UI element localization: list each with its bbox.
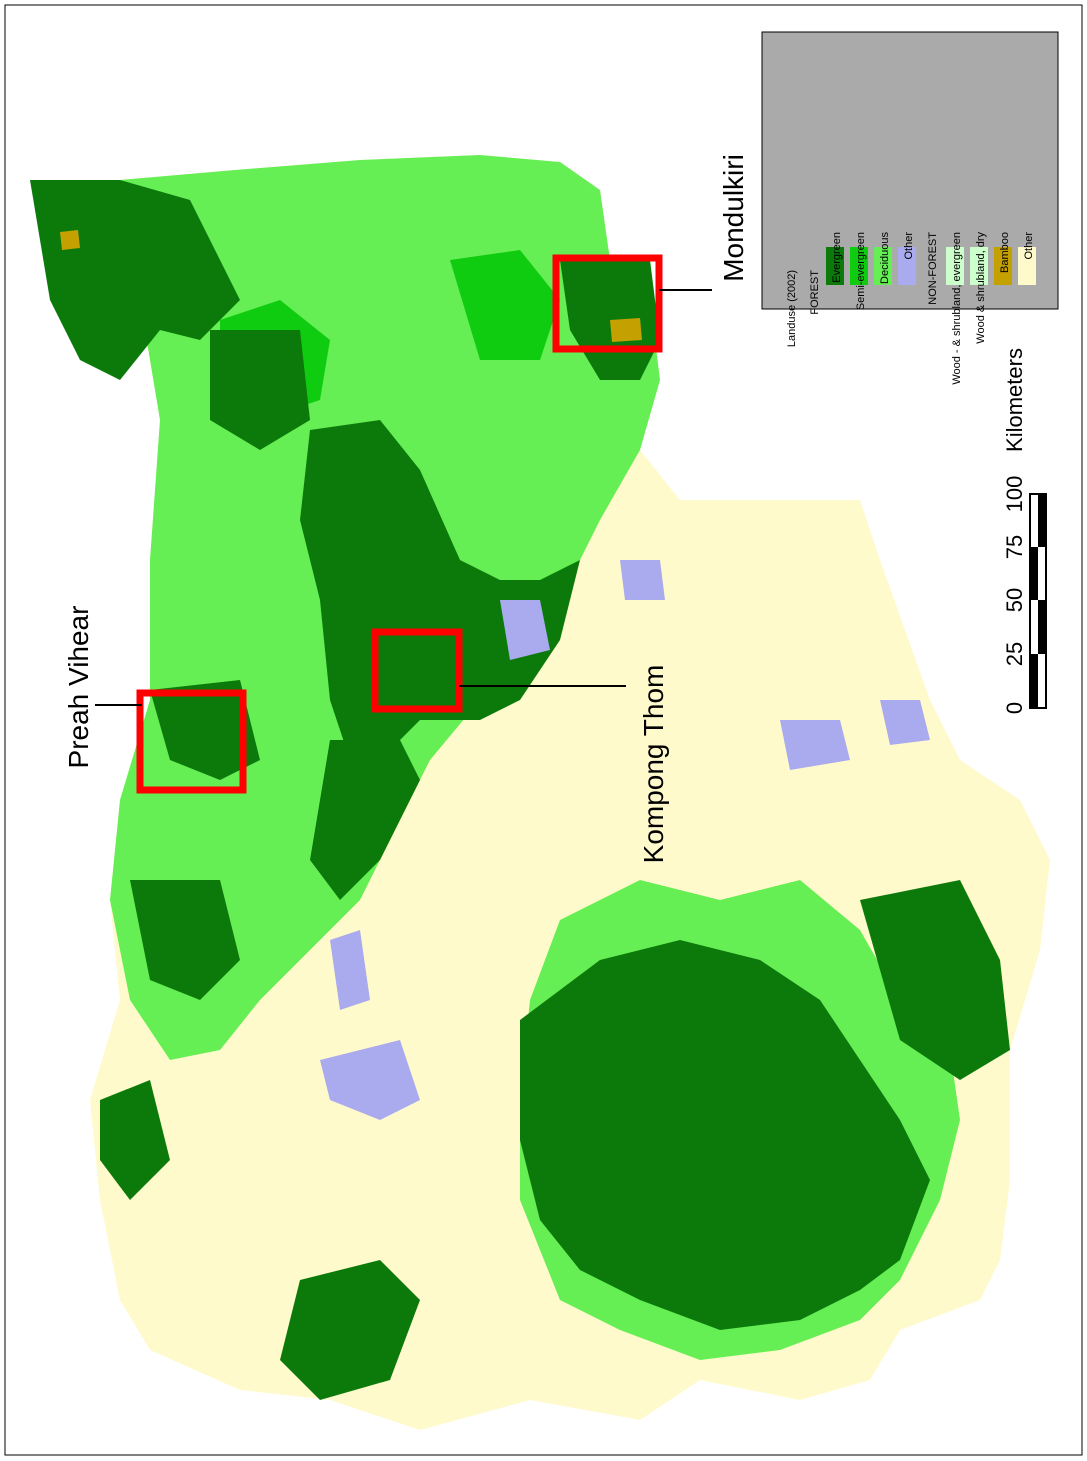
scale-unit-label: Kilometers xyxy=(1002,348,1027,452)
legend-title: Landuse (2002) xyxy=(786,270,798,347)
evergreen-area-coast xyxy=(860,880,1010,1080)
scale-segment xyxy=(1030,654,1038,708)
bamboo-patch xyxy=(610,318,642,342)
site-box-kompong-thom xyxy=(371,628,463,713)
legend-label-bamboo: Bamboo xyxy=(999,232,1011,273)
evergreen-area-preah xyxy=(150,680,260,780)
scale-segment xyxy=(1038,494,1046,547)
scale-tick-label: 25 xyxy=(1002,642,1027,666)
evergreen-area-southwest xyxy=(520,940,930,1330)
site-box-preah-vihear xyxy=(136,689,247,794)
legend-swatch-evergreen xyxy=(826,247,844,285)
landuse-map xyxy=(30,155,1050,1430)
scale-segment xyxy=(1038,600,1046,654)
forest-other-patch xyxy=(330,930,370,1010)
bamboo-patch xyxy=(60,230,80,250)
site-label-mondulkiri: Mondulkiri xyxy=(718,154,749,282)
legend-swatch-deciduous xyxy=(874,247,892,285)
site-box-mondulkiri xyxy=(552,254,663,353)
scale-tick-label: 100 xyxy=(1002,476,1027,513)
legend-swatch-wood-evergreen xyxy=(946,247,964,285)
legend-label-deciduous: Deciduous xyxy=(879,232,891,284)
legend-label-wood-dry: Wood & shrubland, dry xyxy=(975,232,987,344)
evergreen-area-southeast xyxy=(280,1260,420,1400)
forest-other-patch xyxy=(500,600,550,660)
scale-tick-label: 75 xyxy=(1002,535,1027,559)
evergreen-area-ne-strip xyxy=(210,330,310,450)
forest-other-patch xyxy=(620,560,665,600)
legend-swatch-bamboo xyxy=(994,247,1012,285)
legend-label-nonforest-other: Other xyxy=(1023,232,1035,260)
legend-label-forest-other: Other xyxy=(903,232,915,260)
site-label-kompong-thom: Kompong Thom xyxy=(638,665,669,864)
forest-other-patch xyxy=(780,720,850,770)
evergreen-area-west-edge xyxy=(100,1080,170,1200)
legend-group-forest: FOREST xyxy=(809,270,821,315)
legend-swatch-nonforest-other xyxy=(1018,247,1036,285)
scale-tick-label: 50 xyxy=(1002,588,1027,612)
site-markers xyxy=(95,254,712,794)
scale-bar: 0 25 50 75 100 Kilometers xyxy=(1002,348,1047,714)
legend-swatch-forest-other xyxy=(898,247,916,285)
legend-swatch-wood-dry xyxy=(970,247,988,285)
scale-segment xyxy=(1030,547,1038,600)
legend-label-wood-evergreen: Wood - & shrubland, evergreen xyxy=(951,232,963,385)
scale-tick-label: 0 xyxy=(1002,702,1027,714)
site-label-preah-vihear: Preah Vihear xyxy=(63,606,94,769)
semi-evergreen-patch xyxy=(450,250,560,360)
legend-swatch-semi-evergreen xyxy=(850,247,868,285)
legend-label-semi-evergreen: Semi-evergreen xyxy=(855,232,867,310)
forest-other-patch xyxy=(880,700,930,745)
forest-other-patch xyxy=(320,1040,420,1120)
evergreen-area-central xyxy=(300,420,580,760)
evergreen-area-west xyxy=(130,880,240,1000)
legend-label-evergreen: Evergreen xyxy=(831,232,843,283)
evergreen-area-central-west xyxy=(310,740,420,900)
legend: Landuse (2002) FOREST Evergreen Semi-eve… xyxy=(761,31,1059,385)
evergreen-area-northeast xyxy=(30,180,240,380)
legend-group-nonforest: NON-FOREST xyxy=(927,232,939,305)
